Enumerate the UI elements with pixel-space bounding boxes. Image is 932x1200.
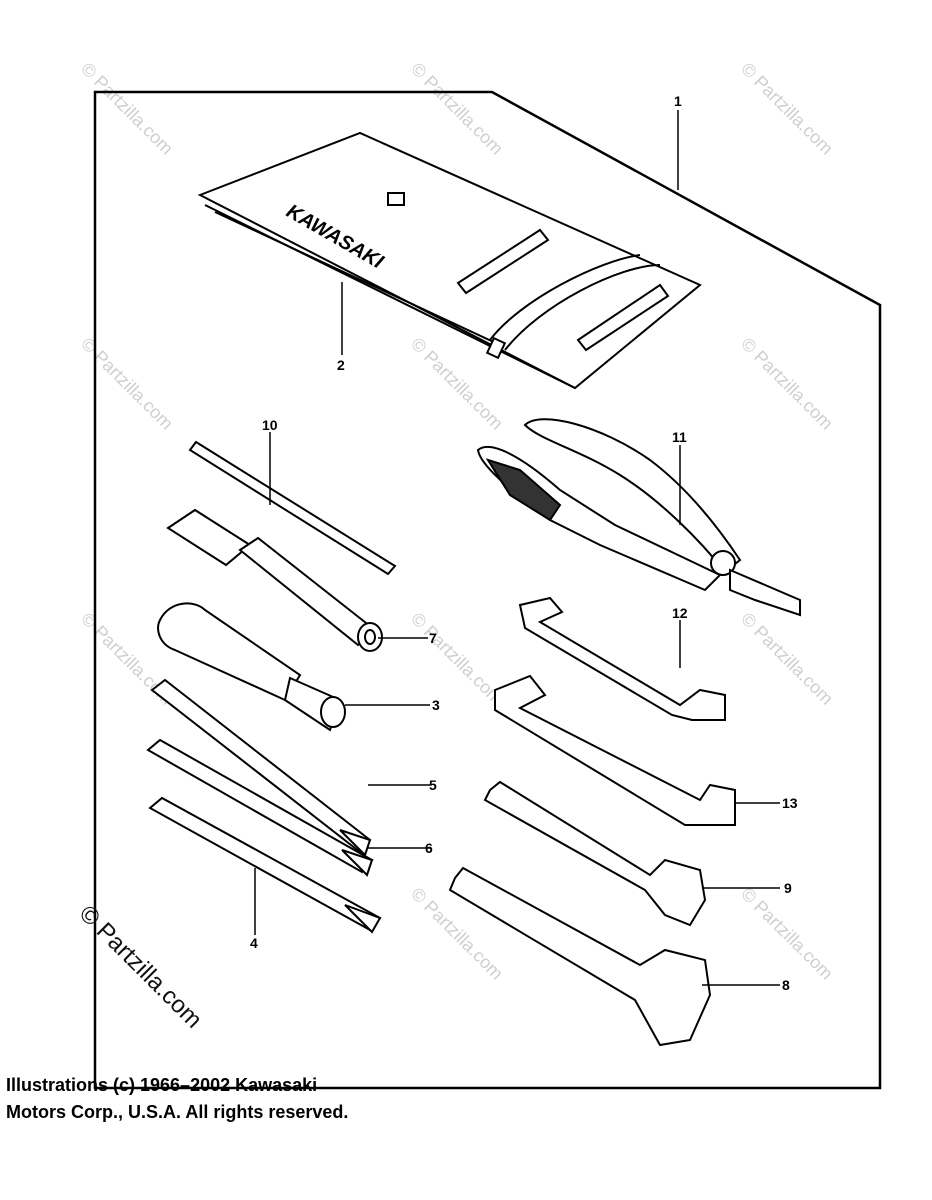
watermark: © Partzilla.com (407, 609, 507, 709)
callout-3: 3 (432, 697, 440, 713)
kit-boundary (93, 90, 882, 1090)
watermark: © Partzilla.com (737, 334, 837, 434)
copyright-line-2: Motors Corp., U.S.A. All rights reserved… (6, 1102, 349, 1122)
wrench-9 (483, 780, 707, 927)
wrench-8 (448, 866, 712, 1047)
wrench-12 (518, 596, 726, 721)
screwdriver-bit-6 (146, 738, 374, 877)
watermark: © Partzilla.com (77, 334, 177, 434)
watermark: © Partzilla.com (407, 59, 507, 159)
callout-labels: 1 2 3 4 5 6 7 8 9 10 11 12 13 (250, 93, 798, 993)
copyright-line-1: Illustrations (c) 1966–2002 Kawasaki (6, 1075, 318, 1095)
callout-9: 9 (784, 880, 792, 896)
callout-7: 7 (429, 630, 437, 646)
pliers (476, 418, 801, 617)
screwdriver-bit-5 (150, 678, 372, 857)
callout-13: 13 (782, 795, 798, 811)
screwdriver-handle (157, 602, 346, 732)
callout-5: 5 (429, 777, 437, 793)
callout-6: 6 (425, 840, 433, 856)
watermark: © Partzilla.com (737, 609, 837, 709)
rod-tool (188, 440, 397, 576)
callout-8: 8 (782, 977, 790, 993)
callout-1: 1 (674, 93, 682, 109)
watermark: © Partzilla.com (737, 884, 837, 984)
callout-4: 4 (250, 935, 258, 951)
wrench-13 (494, 674, 736, 826)
watermark: © Partzilla.com (77, 59, 177, 159)
leader-lines (254, 110, 780, 986)
tool-bag (197, 131, 702, 390)
copyright-notice: Illustrations (c) 1966–2002 Kawasaki Mot… (6, 1072, 348, 1126)
callout-12: 12 (672, 605, 688, 621)
callout-10: 10 (262, 417, 278, 433)
screwdriver-bit-4 (148, 796, 382, 934)
callout-11: 11 (672, 429, 687, 445)
callout-2: 2 (337, 357, 345, 373)
plug-wrench (166, 508, 383, 652)
watermark: © Partzilla.com (737, 59, 837, 159)
